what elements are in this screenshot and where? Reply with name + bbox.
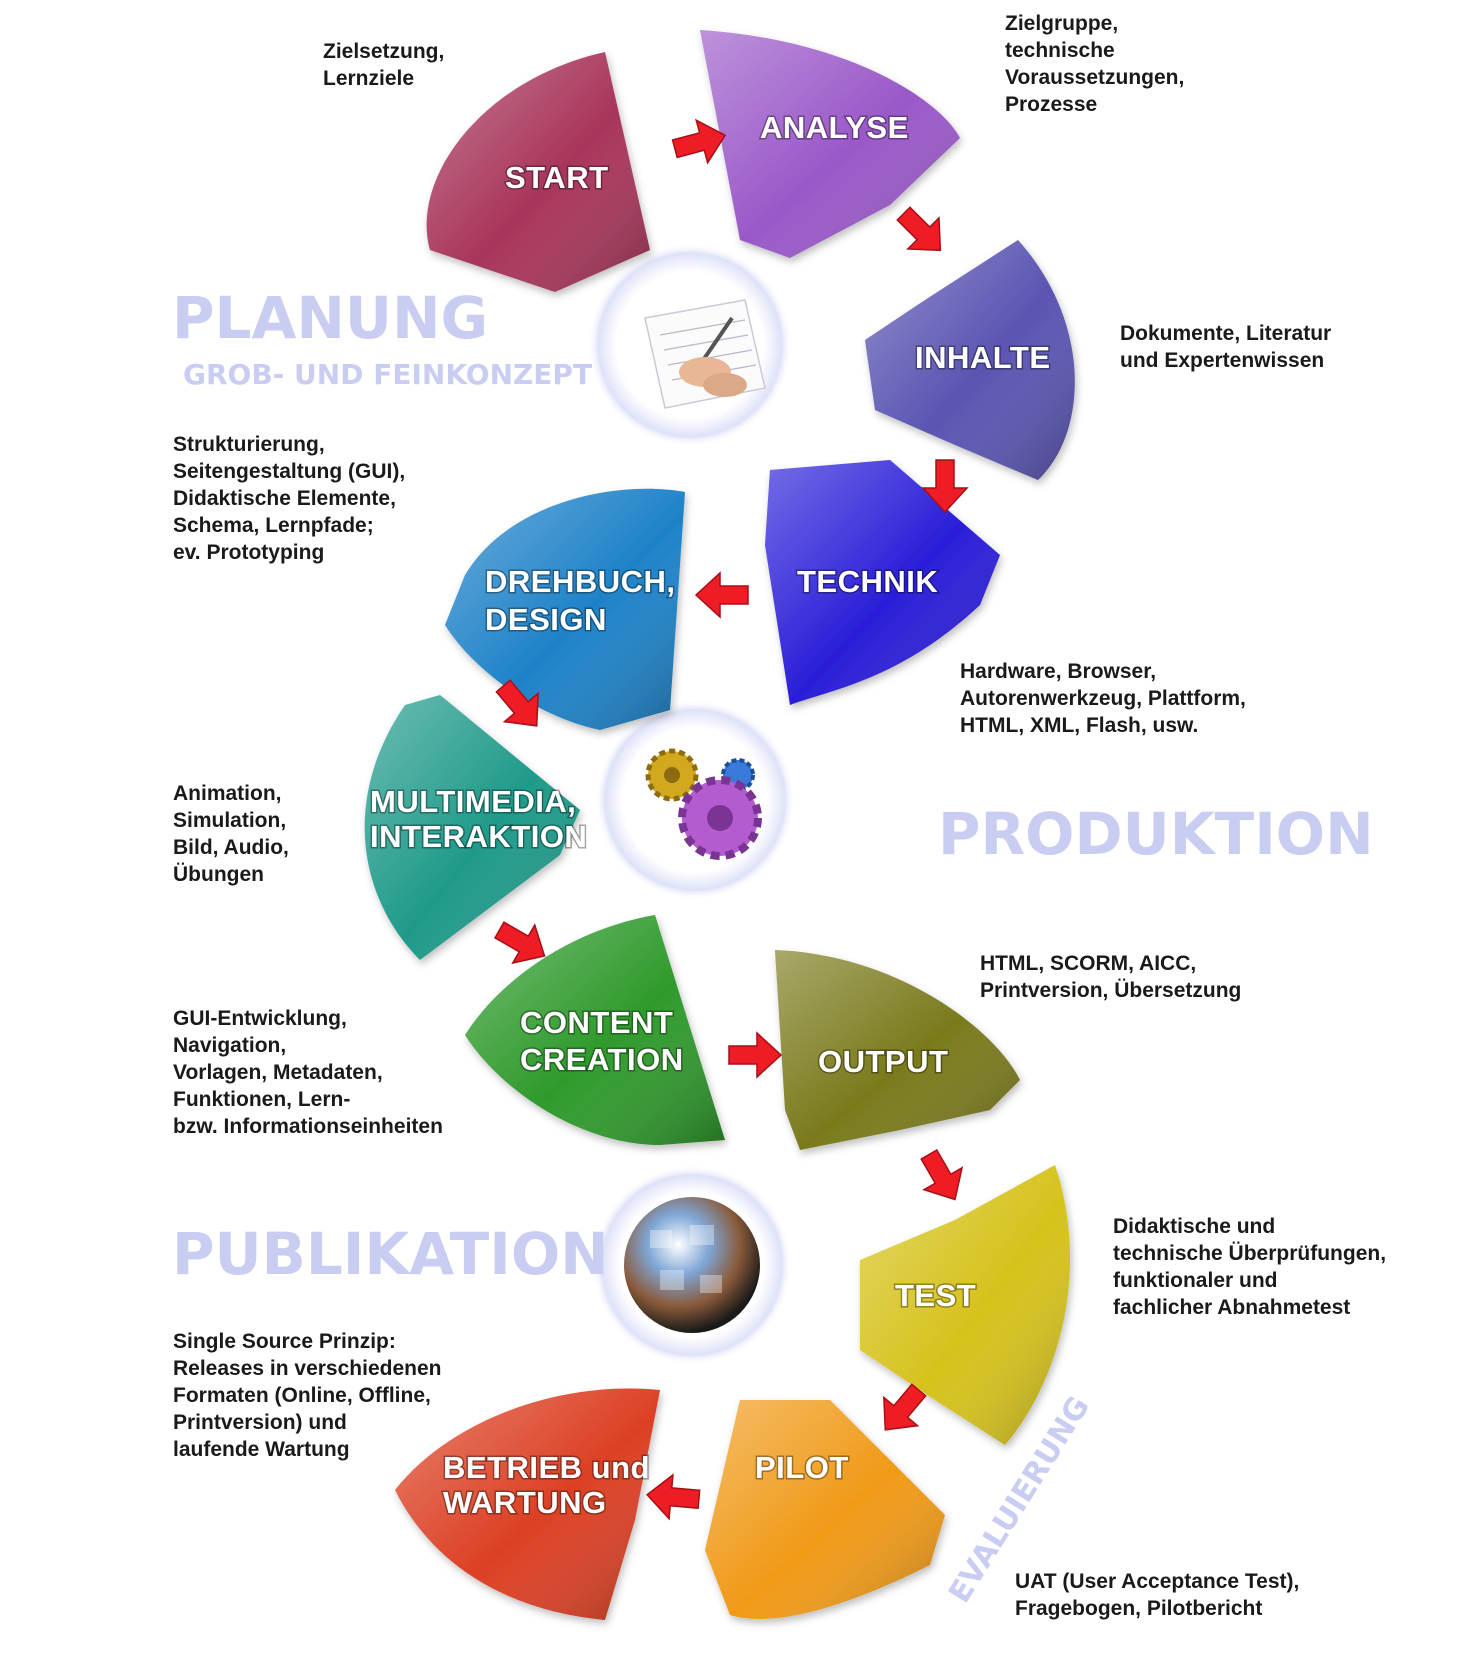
phase-planung-subtitle: GROB- UND FEINKONZEPT (183, 358, 593, 391)
segment-start-label: START (505, 160, 609, 195)
segment-drehbuch-label-1: DREHBUCH, (485, 564, 676, 599)
segment-start[interactable] (426, 52, 650, 292)
segment-betrieb-label-2: WARTUNG (443, 1485, 607, 1520)
segment-betrieb[interactable] (395, 1388, 660, 1620)
segment-betrieb-label-1: BETRIEB und (443, 1450, 650, 1485)
segment-test-label: TEST (895, 1278, 976, 1313)
segment-inhalte[interactable] (865, 240, 1075, 480)
segment-drehbuch-label-2: DESIGN (485, 602, 607, 637)
writing-hand-icon (644, 299, 766, 409)
red-arrow-icon (896, 206, 942, 252)
photo-globe-icon (624, 1197, 760, 1333)
note-inhalte: Dokumente, Literatur und Expertenwissen (1120, 322, 1332, 372)
phase-planung: PLANUNG (172, 284, 489, 352)
hub-publikation (592, 1165, 792, 1365)
note-test: Didaktische und technische Überprüfungen… (1113, 1215, 1387, 1319)
segment-test[interactable] (860, 1165, 1071, 1445)
red-arrow-icon (920, 1148, 964, 1201)
red-arrow-icon (883, 1383, 927, 1431)
segment-multimedia[interactable] (364, 695, 580, 960)
note-betrieb: Single Source Prinzip: Releases in versc… (173, 1330, 442, 1461)
note-output: HTML, SCORM, AICC, Printversion, Überset… (980, 952, 1242, 1002)
segment-technik-label: TECHNIK (797, 564, 938, 599)
red-arrow-icon (495, 679, 539, 727)
note-drehbuch: Strukturierung, Seitengestaltung (GUI), … (173, 433, 406, 564)
red-arrow-icon (645, 1473, 701, 1521)
red-arrow-icon (671, 118, 727, 165)
segment-content[interactable] (465, 915, 725, 1145)
red-arrow-icon (493, 921, 546, 965)
segment-multimedia-label-1: MULTIMEDIA, (370, 784, 576, 819)
red-arrow-icon (728, 1031, 783, 1079)
hub-produktion (595, 700, 795, 900)
note-content: GUI-Entwicklung, Navigation, Vorlagen, M… (173, 1007, 443, 1138)
red-arrow-icon (921, 459, 969, 514)
segment-drehbuch[interactable] (445, 488, 685, 730)
phase-publikation: PUBLIKATION (172, 1220, 609, 1288)
segment-content-label-2: CREATION (520, 1042, 684, 1077)
segment-analyse[interactable] (700, 30, 960, 258)
gears-icon (645, 748, 762, 860)
segment-inhalte-label: INHALTE (915, 340, 1051, 375)
segment-technik[interactable] (765, 460, 1000, 705)
segment-output-label: OUTPUT (818, 1044, 948, 1079)
phase-produktion: PRODUKTION (938, 800, 1374, 868)
segment-pilot-label: PILOT (755, 1450, 849, 1485)
hub-planung (588, 243, 792, 447)
note-technik: Hardware, Browser, Autorenwerkzeug, Plat… (960, 660, 1246, 737)
note-analyse: Zielgruppe, technische Voraussetzungen, … (1005, 12, 1185, 116)
segment-pilot[interactable] (705, 1400, 945, 1619)
segment-multimedia-label-2: INTERAKTION (370, 819, 587, 854)
red-arrow-icon (694, 571, 749, 619)
note-start: Zielsetzung, Lernziele (323, 40, 445, 90)
segment-content-label-1: CONTENT (520, 1005, 673, 1040)
segment-analyse-label: ANALYSE (760, 110, 909, 145)
note-pilot: UAT (User Acceptance Test), Fragebogen, … (1015, 1570, 1300, 1620)
segment-output[interactable] (775, 950, 1020, 1150)
note-multimedia: Animation, Simulation, Bild, Audio, Übun… (173, 782, 289, 886)
